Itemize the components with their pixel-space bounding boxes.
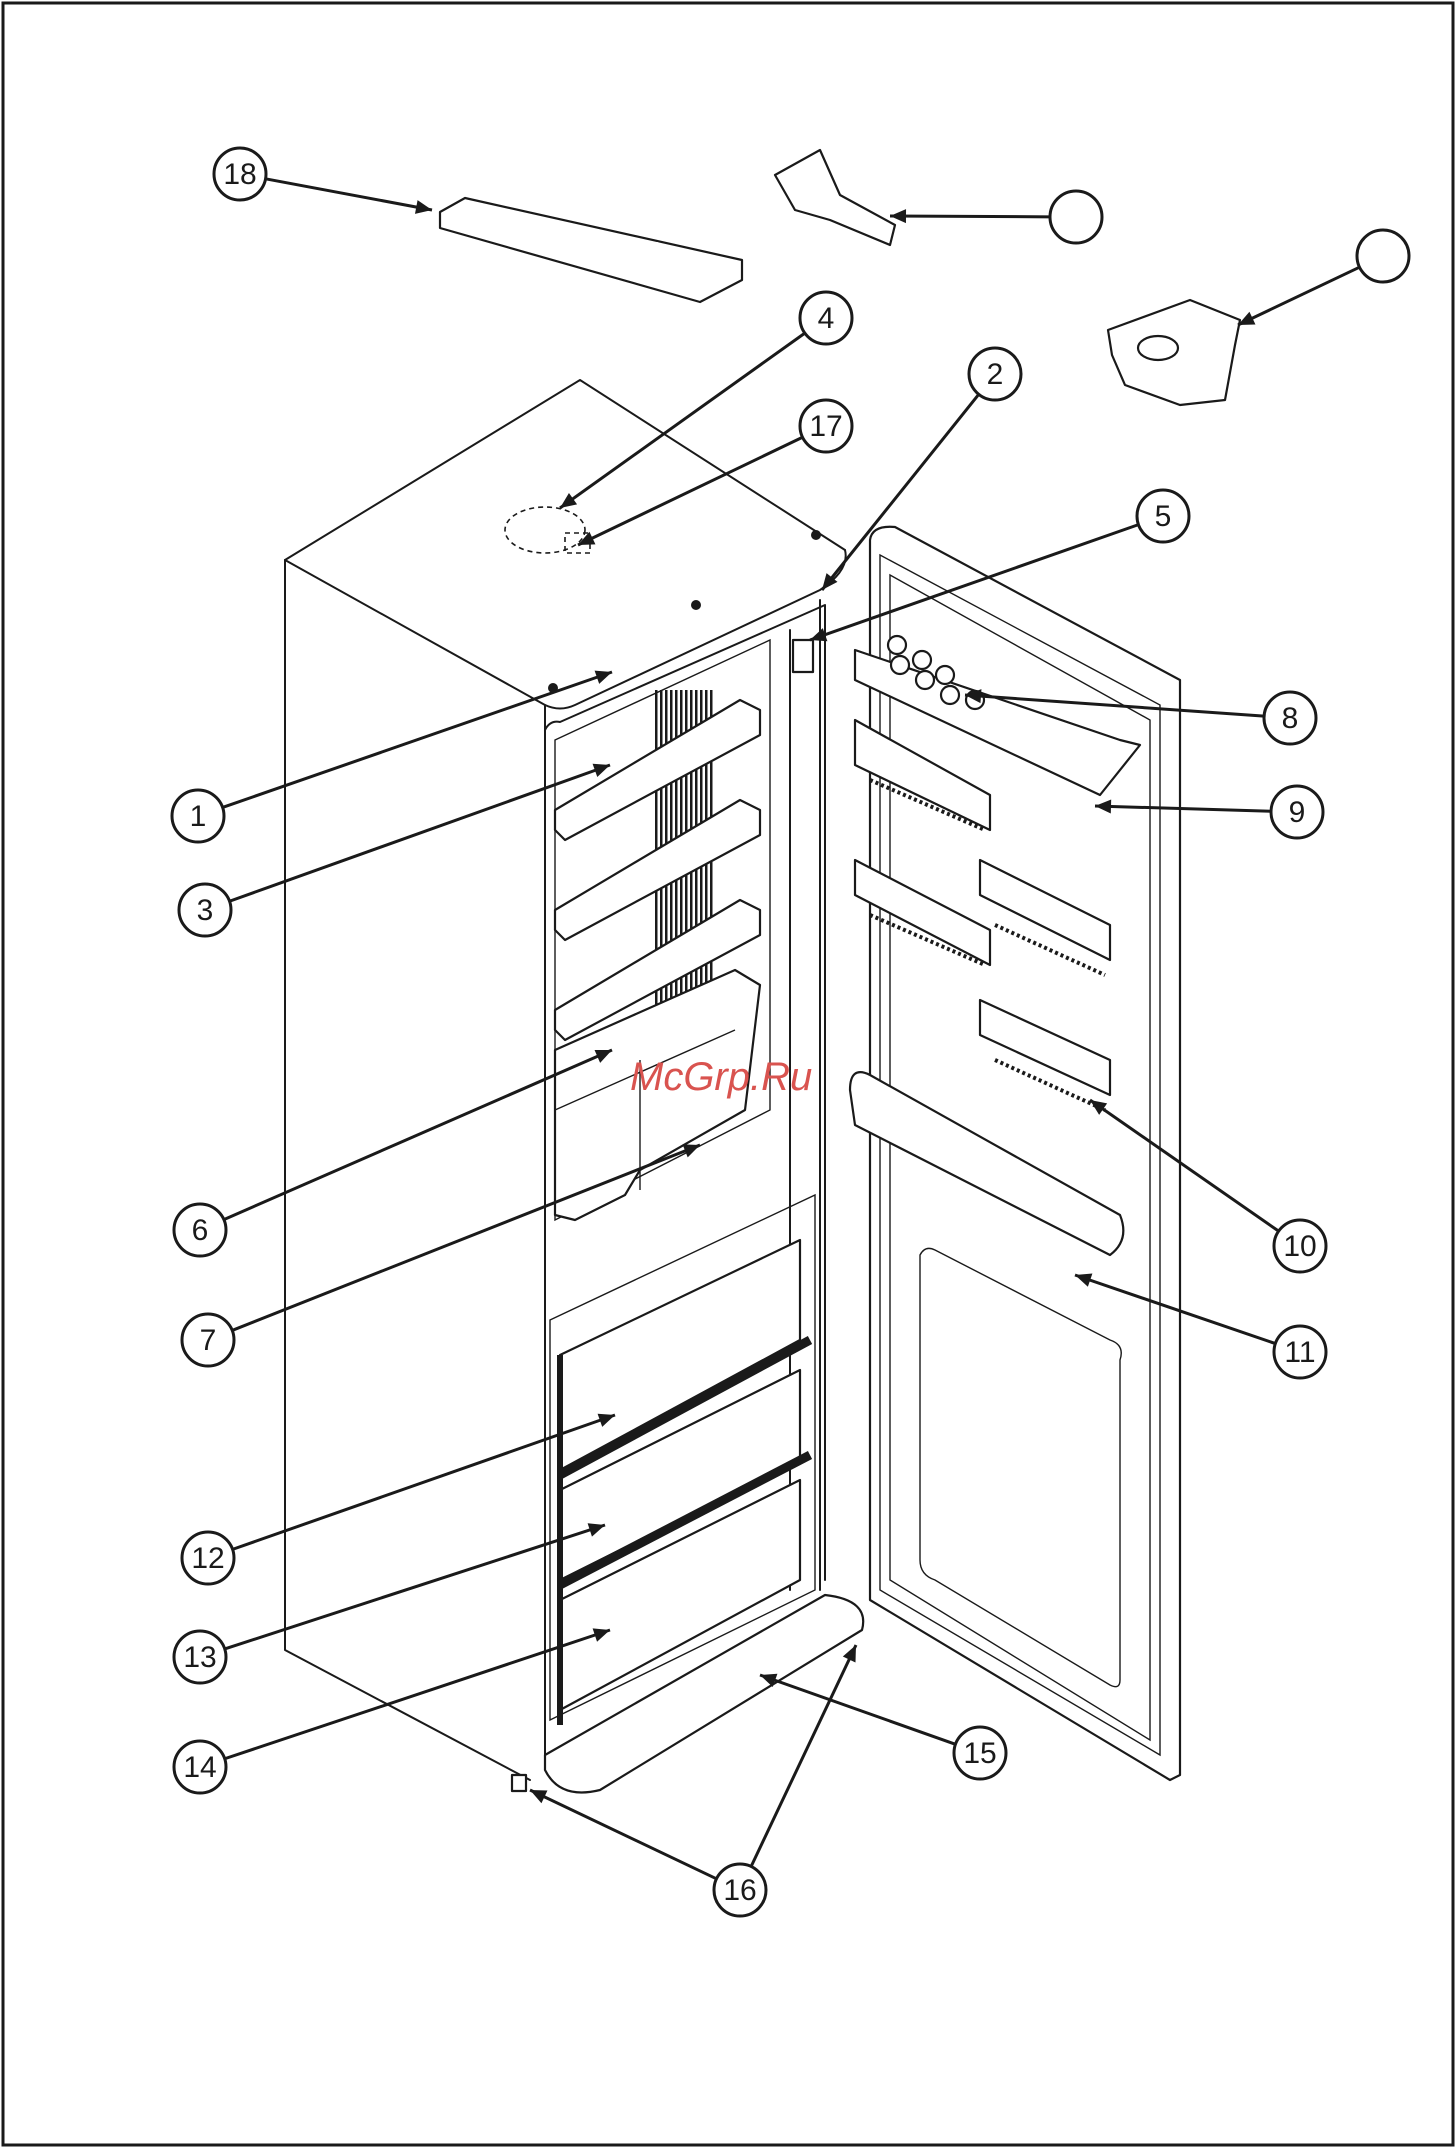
cabinet-top-front	[285, 550, 846, 709]
callout-6: 6	[174, 1050, 612, 1256]
callout-number: 1	[190, 800, 207, 833]
leader-arrow	[224, 1050, 612, 1220]
callout-number: 5	[1155, 500, 1172, 533]
callout-number: 8	[1282, 702, 1299, 735]
callout-number: 15	[963, 1737, 996, 1770]
control-panel-outline	[505, 507, 585, 553]
callout-circle	[1357, 230, 1409, 282]
callout-15: 15	[760, 1674, 1006, 1779]
leader-arrow	[223, 671, 612, 808]
callout-number: 18	[223, 158, 256, 191]
top-hinge	[793, 640, 813, 672]
callout-18: 18	[214, 148, 432, 214]
callout-number: 11	[1284, 1336, 1315, 1369]
ice-box-lid-handle	[1138, 336, 1178, 360]
leader-arrow	[890, 209, 1050, 223]
callout-number: 7	[200, 1324, 217, 1357]
leader-arrow	[225, 1523, 605, 1649]
callout-number: 10	[1283, 1230, 1316, 1263]
adjustable-foot	[512, 1775, 526, 1791]
callout-circle	[1050, 191, 1102, 243]
callout-number: 17	[809, 410, 842, 443]
leader-arrow	[225, 1628, 610, 1758]
leader-arrow	[578, 437, 803, 545]
ice-tray	[440, 198, 742, 302]
callout-number: 9	[1289, 796, 1306, 829]
callout-17: 17	[578, 400, 852, 545]
callout-number: 6	[192, 1214, 209, 1247]
ice-box	[1108, 300, 1240, 405]
watermark: McGrp.Ru	[630, 1055, 812, 1099]
callout-number: 16	[723, 1874, 756, 1907]
screw-2	[691, 600, 701, 610]
ice-scraper	[775, 150, 895, 245]
leader-arrow	[266, 179, 432, 214]
callout-blank-a	[890, 191, 1102, 243]
callout-number: 3	[197, 894, 214, 927]
callout-number: 13	[183, 1641, 216, 1674]
leader-arrow	[560, 333, 805, 508]
fridge-door	[850, 527, 1180, 1780]
callout-number: 12	[191, 1542, 224, 1575]
leader-arrow	[1238, 267, 1360, 325]
callout-number: 2	[987, 358, 1004, 391]
callout-number: 14	[183, 1751, 216, 1784]
ice-scraper-body	[775, 150, 895, 245]
leader-arrow	[530, 1790, 717, 1879]
callout-number: 4	[818, 302, 835, 335]
callout-4: 4	[560, 292, 852, 508]
screw-3	[811, 530, 821, 540]
leader-arrow	[760, 1674, 955, 1745]
leader-arrow	[232, 1144, 700, 1330]
callout-blank-b	[1238, 230, 1409, 325]
